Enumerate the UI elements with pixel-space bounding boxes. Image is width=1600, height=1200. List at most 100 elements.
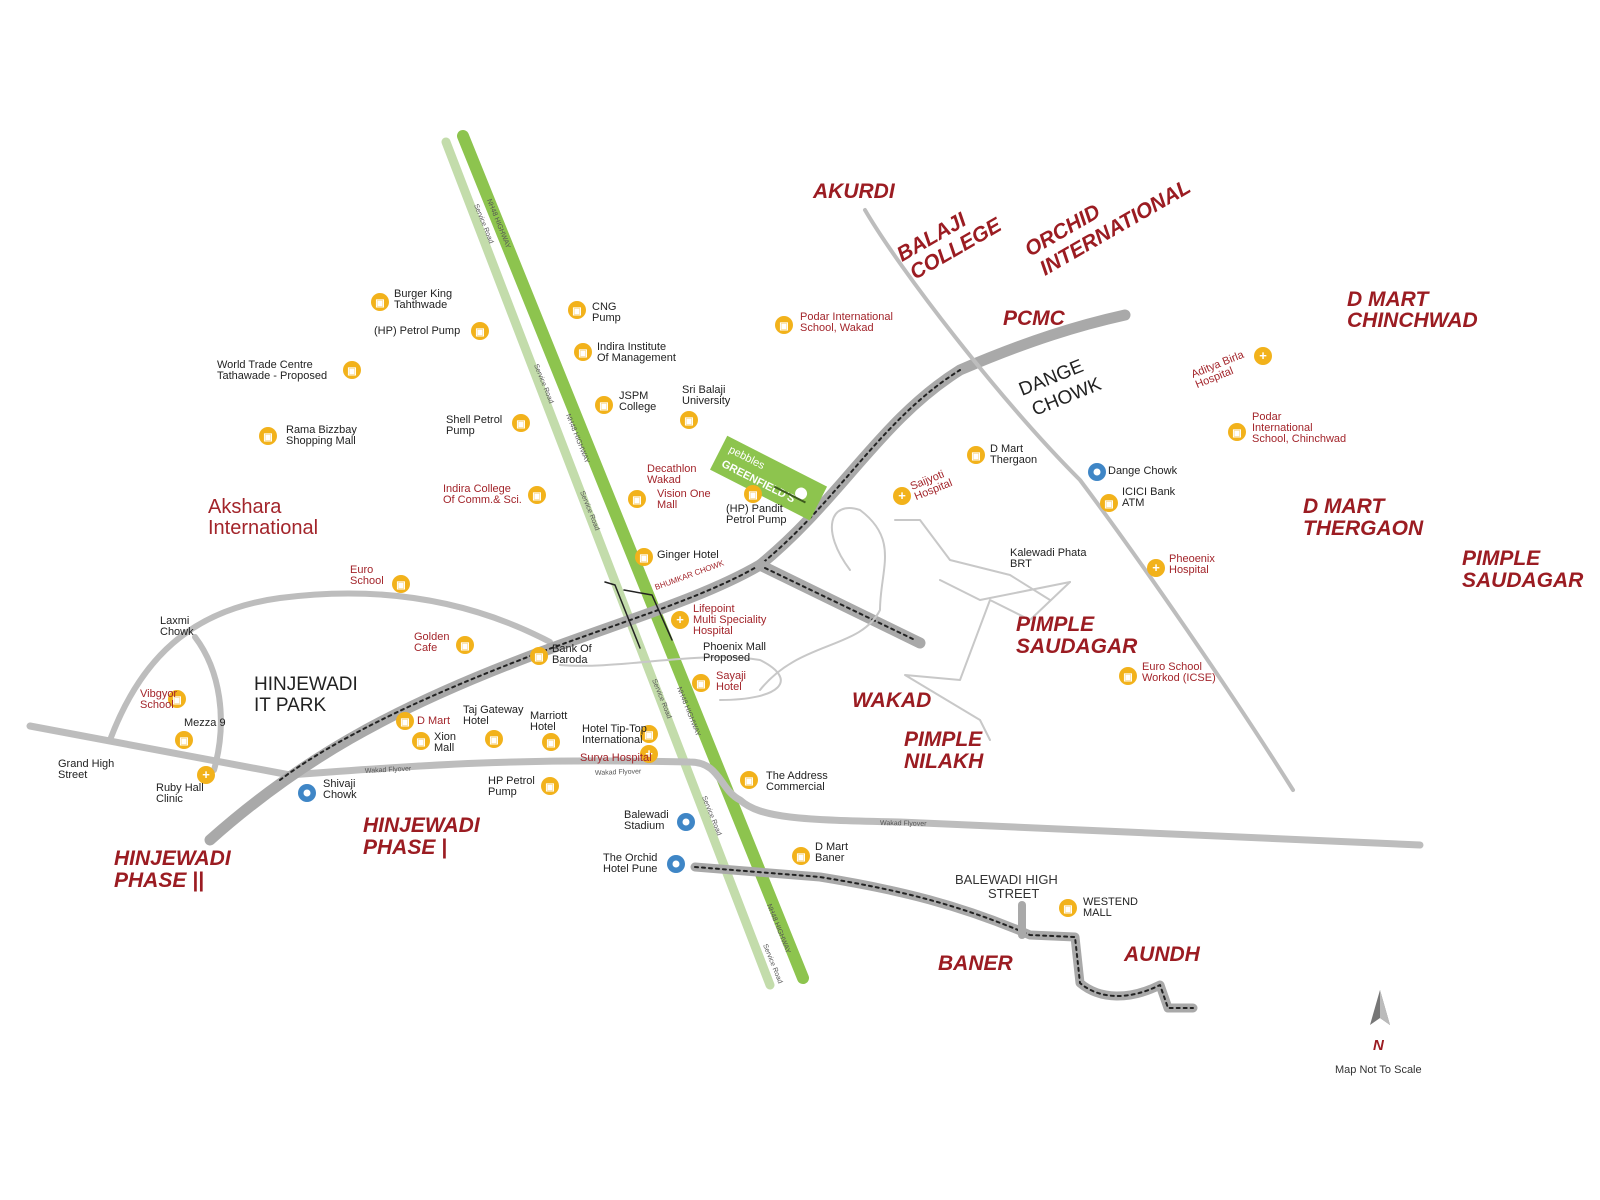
svg-text:▣: ▣ <box>416 737 425 748</box>
poi-dmart-hinj[interactable]: ▣D Mart <box>396 712 450 730</box>
area-pimple-saudagar-east-2: SAUDAGAR <box>1462 569 1584 592</box>
poi-surya[interactable]: +Surya Hospital <box>580 745 658 764</box>
amenity-icon <box>640 725 658 743</box>
akurdi-road <box>863 208 1295 792</box>
hospital-plus-icon <box>640 745 658 763</box>
amenity-icon <box>371 293 389 311</box>
poi-label: D Mart <box>417 715 450 727</box>
svg-text:▣: ▣ <box>263 432 272 443</box>
amenity-icon <box>343 361 361 379</box>
amenity-icon <box>456 636 474 654</box>
svg-text:▣: ▣ <box>632 495 641 506</box>
poi-label: Mezza 9 <box>184 717 226 729</box>
svg-text:▣: ▣ <box>578 348 587 359</box>
poi-saiyoti[interactable]: +SaijyotiHospital <box>893 467 954 505</box>
area-hinjewadi-it-2: IT PARK <box>254 695 326 716</box>
amenity-icon <box>1100 494 1118 512</box>
baner-road-dots <box>694 866 1194 1009</box>
nh48-highway <box>457 130 809 984</box>
svg-text:▣: ▣ <box>684 416 693 427</box>
svg-text:▣: ▣ <box>1123 672 1132 683</box>
road-label-wakad-flyover-2: Wakad Flyover <box>595 768 642 777</box>
poi-aditya[interactable]: +Aditya BirlaHospital <box>1190 347 1272 391</box>
amenity-icon <box>530 647 548 665</box>
poi-mezza[interactable]: ▣Mezza 9 <box>175 717 226 749</box>
poi-hp-petrol[interactable]: ▣(HP) Petrol Pump <box>374 322 489 340</box>
area-baner: BANER <box>938 952 1014 975</box>
poi-dange-poi[interactable]: Dange Chowk <box>1088 463 1178 481</box>
svg-text:▣: ▣ <box>545 782 554 793</box>
amenity-icon <box>1059 899 1077 917</box>
poi-label: SaijyotiHospital <box>909 467 954 503</box>
area-akshara-2: International <box>208 517 318 539</box>
amenity-icon <box>512 414 530 432</box>
area-hinjewadi-phase1-1: HINJEWADI <box>363 814 481 837</box>
amenity-icon <box>1119 667 1137 685</box>
amenity-icon <box>392 575 410 593</box>
amenity-icon <box>485 730 503 748</box>
amenity-icon <box>528 486 546 504</box>
poi-ginger[interactable]: ▣Ginger Hotel <box>635 548 719 566</box>
amenity-icon <box>967 446 985 464</box>
svg-text:▣: ▣ <box>779 321 788 332</box>
amenity-icon <box>471 322 489 340</box>
road-label-wakad-flyover-3: Wakad Flyover <box>880 820 927 828</box>
svg-text:▣: ▣ <box>1232 428 1241 439</box>
svg-text:▣: ▣ <box>172 695 181 706</box>
svg-text:+: + <box>898 488 906 503</box>
area-hinjewadi-phase2-1: HINJEWADI <box>114 847 232 870</box>
mumbai-bangalore-road <box>204 309 1131 846</box>
